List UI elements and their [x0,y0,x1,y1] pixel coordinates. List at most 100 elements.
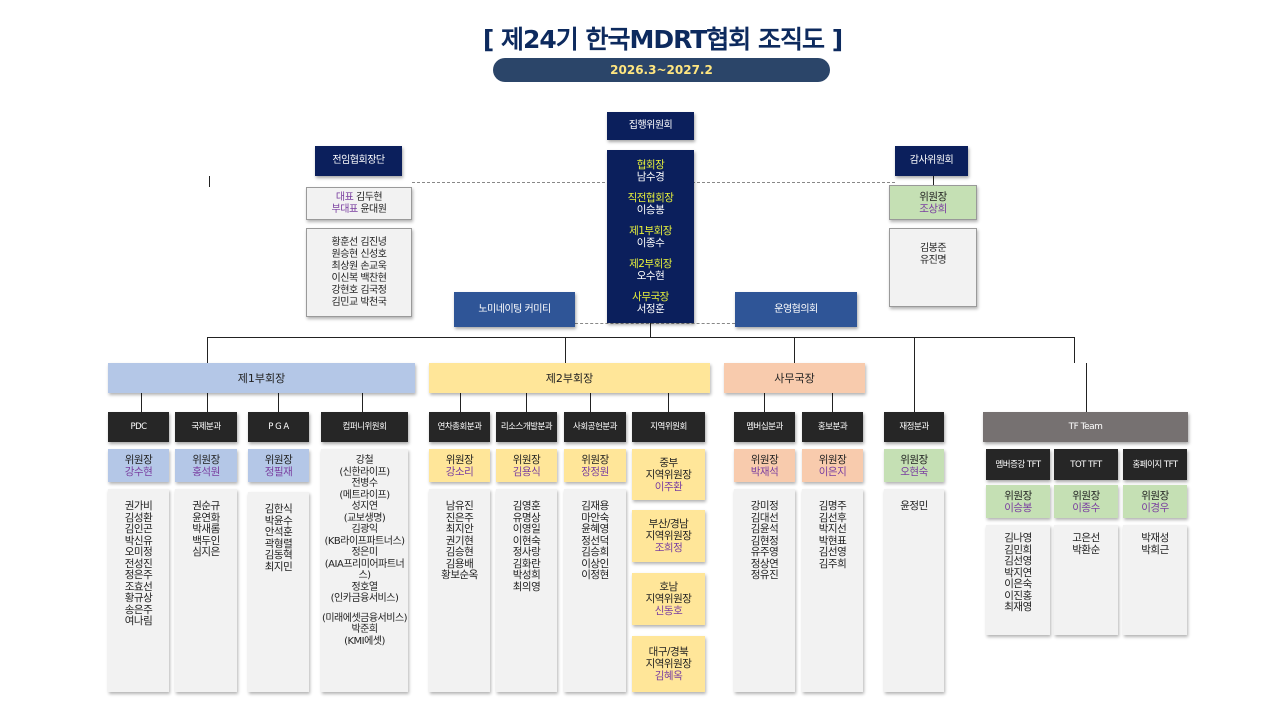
member-name: 김봉준 [919,243,947,254]
rep-row: 대표 김두현 [335,191,383,204]
member-name: 유명상 [512,511,541,524]
department-name: 사회공헌분과 [573,422,617,432]
connector-line [207,393,208,412]
member-name: 김민교 박천국 [331,297,387,308]
member-name: 김성환 [124,511,153,524]
member-name: 오미정 [124,546,153,558]
region-title: 지역위원장 [645,530,692,542]
chair-label: 위원장 [124,453,153,466]
group-bar-1: 제1부회장 [108,363,415,393]
executive-name: 이종수 [636,236,665,249]
member-name: 성지연 [351,501,378,512]
region-title: 지역위원장 [645,593,692,605]
department-name: P G A [268,422,289,432]
member-name: 이진홍 [1004,589,1032,602]
connector-line [207,337,1075,338]
member-name: 이신복 백찬현 [331,273,387,284]
member-name: 박환순 [1072,543,1100,556]
chair-name: 이경우 [1141,501,1169,514]
tf-team-header: TF Team [983,412,1188,442]
connector-line [141,393,142,412]
connector-line [650,323,651,337]
member-name: 박신유 [124,534,153,547]
member-name: 김화란 [512,557,541,570]
member-name: 전병수 [351,478,378,489]
member-name: 강철 [355,455,374,466]
member-name: 정사랑 [512,546,541,558]
chair-label: 위원장 [750,453,779,466]
member-name: (미래에셋금융서비스) [321,612,408,624]
connector-line [207,337,208,363]
region-name: 대구/경북 [648,646,689,658]
rep-label: 대표 [335,191,354,203]
region-title: 지역위원장 [645,658,692,670]
department-header: PDC [108,412,169,442]
chair-name: 강소리 [445,465,474,478]
member-name: 정호열 [351,581,378,593]
chair-name: 박재석 [750,465,779,478]
former-presidents-label: 전임협회장단 [332,155,385,166]
tft-header: TOT TFT [1054,449,1118,480]
member-name: 안석훈 [264,526,293,538]
member-name: 권기현 [445,534,474,547]
member-name: 김윤석 [750,523,779,535]
member-name: 심지은 [192,546,220,558]
member-name: 여나림 [124,615,153,627]
department-header: 연차총회분과 [429,412,490,442]
chair-label: 위원장 [919,190,947,203]
department-header: 국제분과 [175,412,237,442]
member-name: 김영훈 [512,500,541,512]
tft-name: 홈페이지 TFT [1132,459,1178,470]
department-header: 재정분과 [884,412,944,442]
chair-label: 위원장 [900,453,928,466]
chair-label: 위원장 [264,453,293,466]
executive-name: 남수경 [636,170,665,183]
group-label: 제1부회장 [237,372,286,385]
connector-line [933,176,934,185]
connector-line [278,393,279,412]
dashed-connector [575,323,735,324]
member-name: 백두인 [192,534,220,547]
member-name: 고은선 [1072,532,1100,544]
member-name: 유진명 [919,255,947,266]
executive-role: 제2부회장 [629,257,672,270]
member-name: 김광익 [351,524,378,535]
member-name: 정선덕 [581,534,609,547]
member-name: 김한식 [264,503,293,515]
nominating-committee-box: 노미네이팅 커미티 [454,292,575,327]
member-name: 김나영 [1004,532,1032,544]
member-name: 박현표 [818,534,847,547]
member-name: 김승현 [445,546,474,558]
connector-line [590,393,591,412]
member-name: 황훈선 김진녕 [331,237,387,248]
executive-role: 협회장 [636,158,665,171]
chair-name: 이종수 [1072,501,1100,514]
connector-line [914,337,915,363]
member-name: 김인곤 [124,523,153,535]
member-name: 정은미 [351,547,378,558]
chair-name: 조상희 [919,202,947,215]
member-name: 정상연 [750,557,779,570]
member-name: (신한라이프) [339,466,390,478]
member-name: 전성진 [124,557,153,570]
chair-name: 이주환 [654,480,683,493]
connector-line [460,393,461,412]
chair-label: 위원장 [818,453,847,466]
member-name: 박희근 [1141,543,1169,556]
chair-name: 김용식 [512,465,541,478]
chair-name: 정필재 [264,465,293,478]
member-name: 이현숙 [512,534,541,547]
